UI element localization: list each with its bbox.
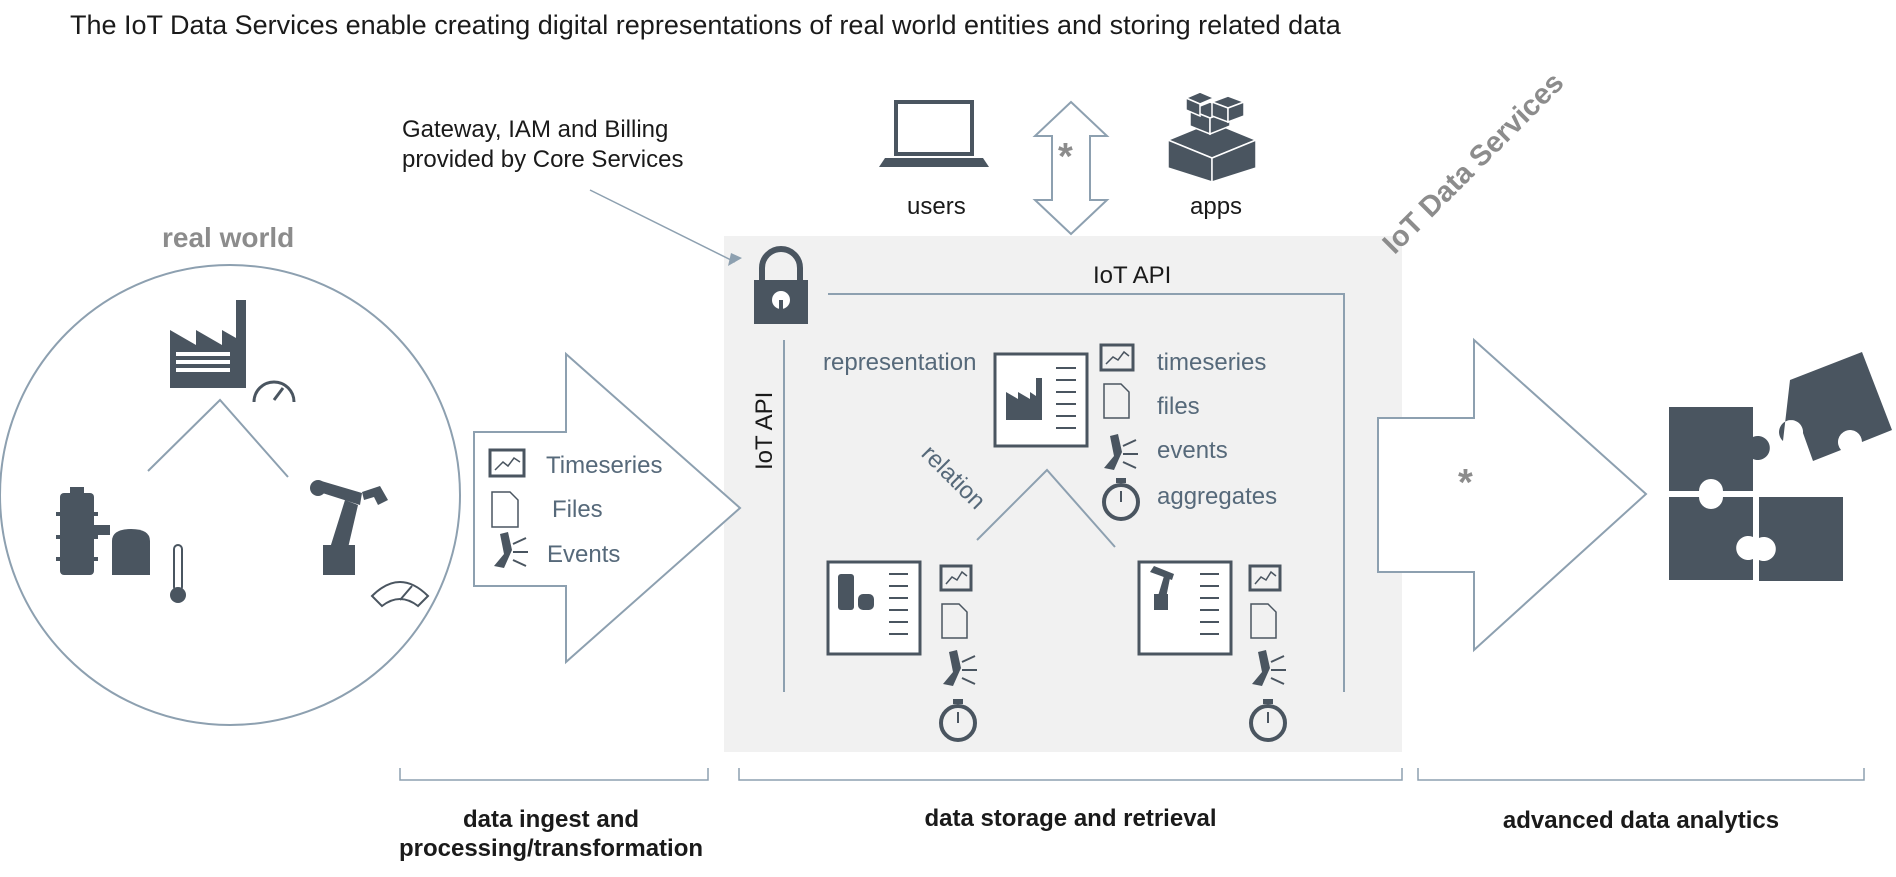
storage-timeseries-label: timeseries bbox=[1157, 349, 1267, 376]
storage-relation-line bbox=[976, 468, 1116, 548]
ingest-files-label: Files bbox=[552, 496, 603, 523]
core-note-line-2: provided by Core Services bbox=[402, 146, 684, 173]
gauge-icon bbox=[252, 380, 296, 403]
storage-events-icon bbox=[1104, 434, 1138, 470]
right-card-file-icon bbox=[1250, 603, 1277, 639]
ingest-section-label-line-2: processing/transformation bbox=[398, 835, 704, 862]
right-card-stopwatch-icon bbox=[1249, 699, 1287, 742]
apps-label: apps bbox=[1190, 193, 1243, 220]
analytics-arrow-mark: * bbox=[1458, 462, 1473, 504]
storage-panel bbox=[724, 236, 1402, 752]
tanks-card-icon bbox=[826, 560, 922, 656]
real-world-circle bbox=[0, 264, 461, 726]
storage-timeseries-icon bbox=[1099, 343, 1135, 372]
laptop-icon bbox=[879, 100, 989, 167]
storage-files-label: files bbox=[1157, 393, 1200, 420]
left-card-file-icon bbox=[941, 603, 968, 639]
ingest-section-label-line-1: data ingest and bbox=[462, 806, 640, 833]
real-world-relation-line bbox=[147, 398, 289, 478]
iot-api-left-label: IoT API bbox=[751, 391, 778, 470]
users-apps-arrow-mark: * bbox=[1058, 136, 1073, 178]
ingest-events-label: Events bbox=[547, 541, 621, 568]
representation-card-icon bbox=[993, 352, 1089, 448]
ingest-events-icon bbox=[494, 532, 528, 568]
ingest-timeseries-icon bbox=[488, 448, 526, 478]
left-card-stopwatch-icon bbox=[939, 699, 977, 742]
users-apps-arrow bbox=[1032, 100, 1110, 236]
core-note-line-1: Gateway, IAM and Billing bbox=[402, 116, 669, 143]
ingest-file-icon bbox=[491, 491, 519, 528]
iot-api-top-line bbox=[828, 293, 1345, 692]
apps-boxes-icon bbox=[1166, 91, 1258, 184]
users-label: users bbox=[907, 193, 966, 220]
iot-api-top-label: IoT API bbox=[1093, 262, 1172, 289]
thermometer-icon bbox=[170, 544, 186, 603]
right-card-timeseries-icon bbox=[1248, 564, 1282, 592]
real-world-label: real world bbox=[162, 222, 295, 253]
tanks-icon bbox=[56, 487, 150, 575]
factory-icon bbox=[170, 300, 246, 388]
storage-section-brace bbox=[738, 768, 1403, 781]
ingest-section-label: data ingest and processing/transformatio… bbox=[390, 805, 712, 863]
lock-icon bbox=[754, 246, 808, 324]
puzzle-icon bbox=[1669, 352, 1892, 581]
analytics-section-label: advanced data analytics bbox=[1502, 807, 1780, 834]
core-services-note: Gateway, IAM and Billing provided by Cor… bbox=[402, 115, 683, 175]
analytics-section-brace bbox=[1417, 768, 1865, 781]
storage-aggregates-label: aggregates bbox=[1157, 483, 1278, 510]
dashboard-gauge-icon bbox=[370, 581, 430, 608]
robot-arm-icon bbox=[310, 480, 388, 575]
storage-events-label: events bbox=[1157, 437, 1228, 464]
right-card-events-icon bbox=[1252, 650, 1286, 686]
robot-card-icon bbox=[1137, 560, 1233, 656]
analytics-arrow bbox=[1377, 337, 1648, 653]
core-note-pointer bbox=[589, 189, 736, 263]
storage-section-label: data storage and retrieval bbox=[924, 805, 1217, 832]
ingest-arrow bbox=[473, 351, 742, 665]
left-card-events-icon bbox=[943, 650, 977, 686]
left-card-timeseries-icon bbox=[939, 564, 973, 592]
diagram-title: The IoT Data Services enable creating di… bbox=[70, 10, 1341, 40]
core-note-pointer-head bbox=[728, 253, 742, 266]
ingest-section-brace bbox=[399, 768, 709, 781]
storage-file-icon bbox=[1103, 383, 1130, 419]
ingest-timeseries-label: Timeseries bbox=[546, 452, 663, 479]
representation-label: representation bbox=[823, 349, 977, 376]
storage-stopwatch-icon bbox=[1102, 478, 1140, 521]
